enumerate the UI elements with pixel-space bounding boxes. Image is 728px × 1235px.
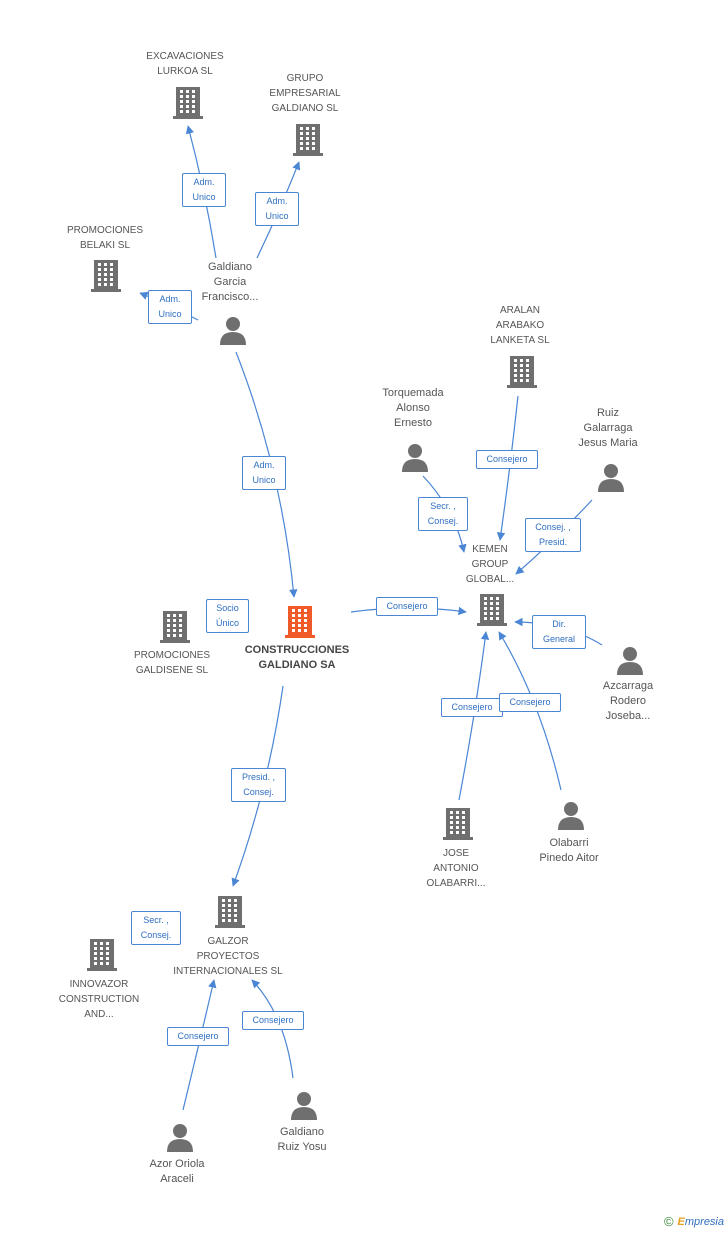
node-label-galzor: GALZOR PROYECTOS INTERNACIONALES SL xyxy=(173,936,283,977)
node-label-grupo: GRUPO EMPRESARIAL GALDIANO SL xyxy=(269,73,341,114)
node-label-belaki: PROMOCIONES BELAKI SL xyxy=(66,225,144,251)
edge-label-dir-general: Dir. General xyxy=(532,615,586,649)
person-icon[interactable] xyxy=(615,645,645,675)
node-label-construcciones: CONSTRUCCIONES GALDIANO SA xyxy=(244,644,350,671)
copyright-icon: © xyxy=(663,1214,674,1229)
node-label-kemen: KEMEN GROUP GLOBAL... xyxy=(465,544,515,585)
node-label-olabarri-aitor: Olabarri Pinedo Aitor xyxy=(539,837,599,864)
edge-label-socio-unico: Socio Único xyxy=(206,599,249,633)
edge-label-secr-consej-torquemada: Secr. , Consej. xyxy=(418,497,468,531)
building-icon[interactable] xyxy=(86,937,118,973)
person-icon[interactable] xyxy=(289,1090,319,1120)
node-label-galdisene: PROMOCIONES GALDISENE SL xyxy=(133,650,211,676)
building-icon[interactable] xyxy=(476,592,508,628)
node-label-ruiz-galarraga: Ruiz Galarraga Jesus Maria xyxy=(578,407,638,449)
node-label-jose-antonio: JOSE ANTONIO OLABARRI... xyxy=(426,848,486,889)
main-company-building-icon[interactable] xyxy=(284,604,316,640)
edge-label-consejero-aralan: Consejero xyxy=(476,450,538,469)
building-icon[interactable] xyxy=(214,894,246,930)
person-icon[interactable] xyxy=(218,315,248,345)
edge-label-adm-unico-excavaciones: Adm. Unico xyxy=(182,173,226,207)
building-icon[interactable] xyxy=(506,354,538,390)
node-label-aralan: ARALAN ARABAKO LANKETA SL xyxy=(490,305,550,346)
brand-logo[interactable]: Empresia xyxy=(677,1215,724,1228)
building-icon[interactable] xyxy=(90,258,122,294)
person-icon[interactable] xyxy=(556,800,586,830)
building-icon[interactable] xyxy=(292,122,324,158)
person-icon[interactable] xyxy=(400,442,430,472)
person-icon[interactable] xyxy=(165,1122,195,1152)
edge-label-consejero-jose: Consejero xyxy=(441,698,503,717)
footer-brand: © Empresia xyxy=(664,1214,724,1229)
edge-label-presid-consej-galzor: Presid. , Consej. xyxy=(231,768,286,802)
edge-label-consejero-kemen: Consejero xyxy=(376,597,438,616)
node-label-torquemada: Torquemada Alonso Ernesto xyxy=(382,387,444,429)
edge-label-secr-consej-innovazor: Secr. , Consej. xyxy=(131,911,181,945)
node-label-galdiano-yosu: Galdiano Ruiz Yosu xyxy=(277,1126,327,1153)
node-label-azor-oriola: Azor Oriola Araceli xyxy=(149,1158,205,1185)
edge-label-adm-unico-construcciones: Adm. Unico xyxy=(242,456,286,490)
building-icon[interactable] xyxy=(159,609,191,645)
node-label-innovazor: INNOVAZOR CONSTRUCTION AND... xyxy=(58,979,140,1020)
building-icon[interactable] xyxy=(172,85,204,121)
node-label-galdiano-francisco: Galdiano Garcia Francisco... xyxy=(201,261,259,303)
edge-label-consejero-azor: Consejero xyxy=(167,1027,229,1046)
edge-label-adm-unico-grupo: Adm. Unico xyxy=(255,192,299,226)
edge-label-consejero-aitor: Consejero xyxy=(499,693,561,712)
edge-label-consejero-yosu: Consejero xyxy=(242,1011,304,1030)
person-icon[interactable] xyxy=(596,462,626,492)
edge-label-adm-unico-belaki: Adm. Unico xyxy=(148,290,192,324)
building-icon[interactable] xyxy=(442,806,474,842)
node-label-excavaciones: EXCAVACIONES LURKOA SL xyxy=(146,51,224,77)
edge-label-consej-presid-ruiz: Consej. , Presid. xyxy=(525,518,581,552)
node-label-azcarraga: Azcarraga Rodero Joseba... xyxy=(602,680,654,722)
